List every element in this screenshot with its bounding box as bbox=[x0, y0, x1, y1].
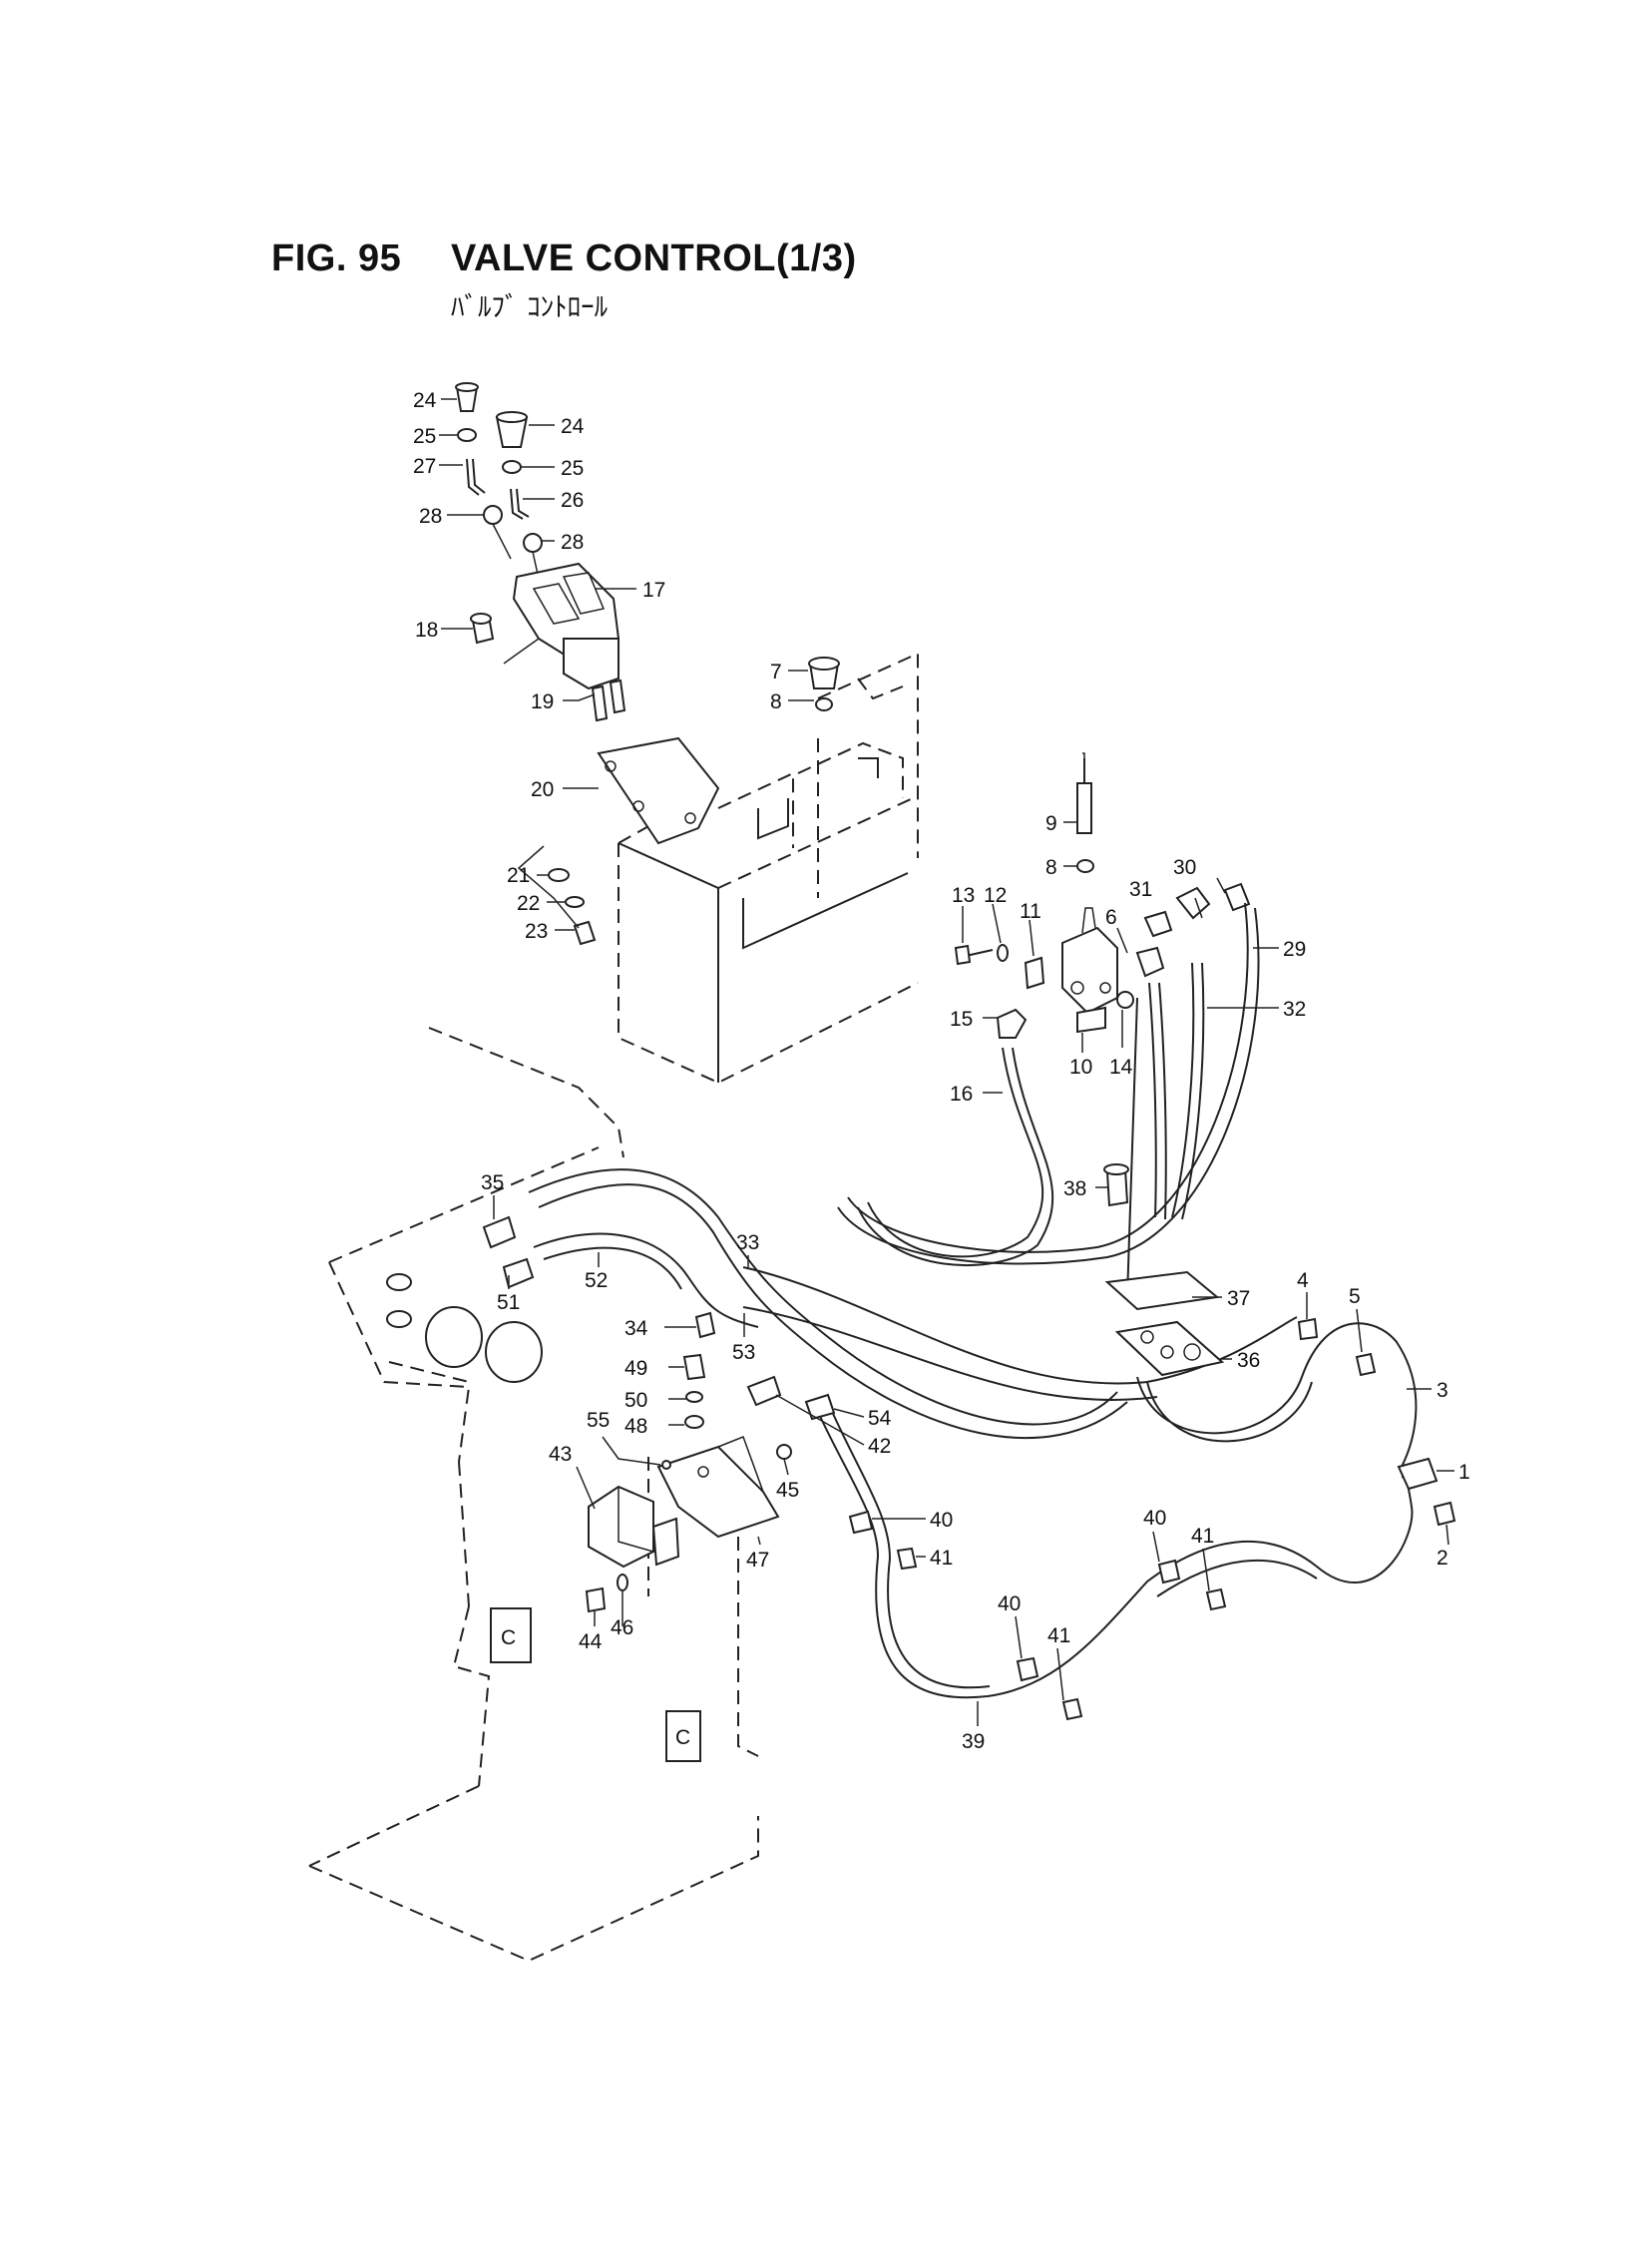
callout-35: 35 bbox=[481, 1171, 504, 1194]
callout-4: 4 bbox=[1297, 1269, 1309, 1292]
callout-32: 32 bbox=[1283, 998, 1306, 1021]
figure-number: FIG. 95 bbox=[271, 237, 402, 279]
callout-33: 33 bbox=[736, 1231, 759, 1254]
callout-14: 14 bbox=[1109, 1056, 1133, 1079]
callout-25: 25 bbox=[413, 425, 436, 448]
callout-46: 46 bbox=[611, 1616, 633, 1639]
callout-54: 54 bbox=[868, 1407, 892, 1430]
callout-28: 28 bbox=[419, 505, 442, 528]
callout-37: 37 bbox=[1227, 1287, 1250, 1310]
callout-50: 50 bbox=[624, 1389, 647, 1412]
callout-10: 10 bbox=[1069, 1056, 1092, 1079]
callout-27: 27 bbox=[413, 455, 436, 478]
callout-16: 16 bbox=[950, 1083, 973, 1106]
callout-34: 34 bbox=[624, 1317, 648, 1340]
callout-1: 1 bbox=[1458, 1461, 1470, 1484]
callout-49: 49 bbox=[624, 1357, 647, 1380]
callout-26: 26 bbox=[561, 489, 584, 512]
lower-components bbox=[482, 1215, 1456, 1721]
callout-43: 43 bbox=[549, 1443, 572, 1466]
valve-block bbox=[808, 657, 1251, 1207]
callout-7: 7 bbox=[770, 661, 782, 683]
callout-48: 48 bbox=[624, 1415, 647, 1438]
callout-3: 3 bbox=[1437, 1379, 1448, 1402]
control-lever-assembly bbox=[455, 382, 720, 946]
callout-44: 44 bbox=[579, 1630, 603, 1653]
callout-labels: 24 24 25 25 27 26 28 28 17 18 19 20 21 2… bbox=[413, 389, 1470, 1753]
leader-lines bbox=[439, 398, 1454, 1726]
callout-41: 41 bbox=[1047, 1624, 1070, 1647]
callout-8: 8 bbox=[770, 690, 782, 713]
callout-17: 17 bbox=[642, 579, 665, 602]
callout-20: 20 bbox=[531, 778, 554, 801]
hose-lines bbox=[528, 902, 1418, 1699]
callout-38: 38 bbox=[1063, 1177, 1086, 1200]
callout-28: 28 bbox=[561, 531, 584, 554]
callout-24: 24 bbox=[413, 389, 437, 412]
svg-text:C: C bbox=[501, 1626, 516, 1649]
callout-40: 40 bbox=[998, 1592, 1021, 1615]
callout-13: 13 bbox=[952, 884, 975, 907]
callout-39: 39 bbox=[962, 1730, 985, 1753]
callout-41: 41 bbox=[1191, 1525, 1214, 1548]
callout-25: 25 bbox=[561, 457, 584, 480]
callout-11: 11 bbox=[1020, 900, 1041, 923]
callout-55: 55 bbox=[587, 1409, 610, 1432]
callout-9: 9 bbox=[1045, 812, 1057, 835]
callout-40: 40 bbox=[930, 1509, 953, 1532]
figure-subtitle: ﾊﾞﾙﾌﾞ ｺﾝﾄﾛｰﾙ bbox=[451, 292, 609, 323]
callout-51: 51 bbox=[497, 1291, 520, 1314]
callout-8: 8 bbox=[1045, 856, 1057, 879]
callout-45: 45 bbox=[776, 1479, 799, 1502]
callout-22: 22 bbox=[517, 892, 540, 915]
callout-41: 41 bbox=[930, 1547, 953, 1570]
callout-21: 21 bbox=[507, 864, 530, 887]
callout-12: 12 bbox=[984, 884, 1007, 907]
callout-23: 23 bbox=[525, 920, 548, 943]
console-box bbox=[618, 652, 919, 1085]
callout-40: 40 bbox=[1143, 1507, 1166, 1530]
figure-title: VALVE CONTROL(1/3) bbox=[451, 237, 857, 279]
callout-29: 29 bbox=[1283, 938, 1306, 961]
callout-30: 30 bbox=[1173, 856, 1196, 879]
callout-42: 42 bbox=[868, 1435, 891, 1458]
callout-5: 5 bbox=[1349, 1285, 1361, 1308]
callout-15: 15 bbox=[950, 1008, 973, 1031]
callout-24: 24 bbox=[561, 415, 585, 438]
callout-53: 53 bbox=[732, 1341, 755, 1364]
callout-31: 31 bbox=[1129, 878, 1152, 901]
svg-text:C: C bbox=[675, 1726, 690, 1749]
lower-frame: C C bbox=[308, 1027, 759, 1963]
callout-47: 47 bbox=[746, 1549, 769, 1572]
callout-2: 2 bbox=[1437, 1547, 1448, 1570]
callout-18: 18 bbox=[415, 619, 438, 642]
callout-6: 6 bbox=[1105, 906, 1117, 929]
callout-19: 19 bbox=[531, 690, 554, 713]
callout-52: 52 bbox=[585, 1269, 608, 1292]
callout-36: 36 bbox=[1237, 1349, 1260, 1372]
